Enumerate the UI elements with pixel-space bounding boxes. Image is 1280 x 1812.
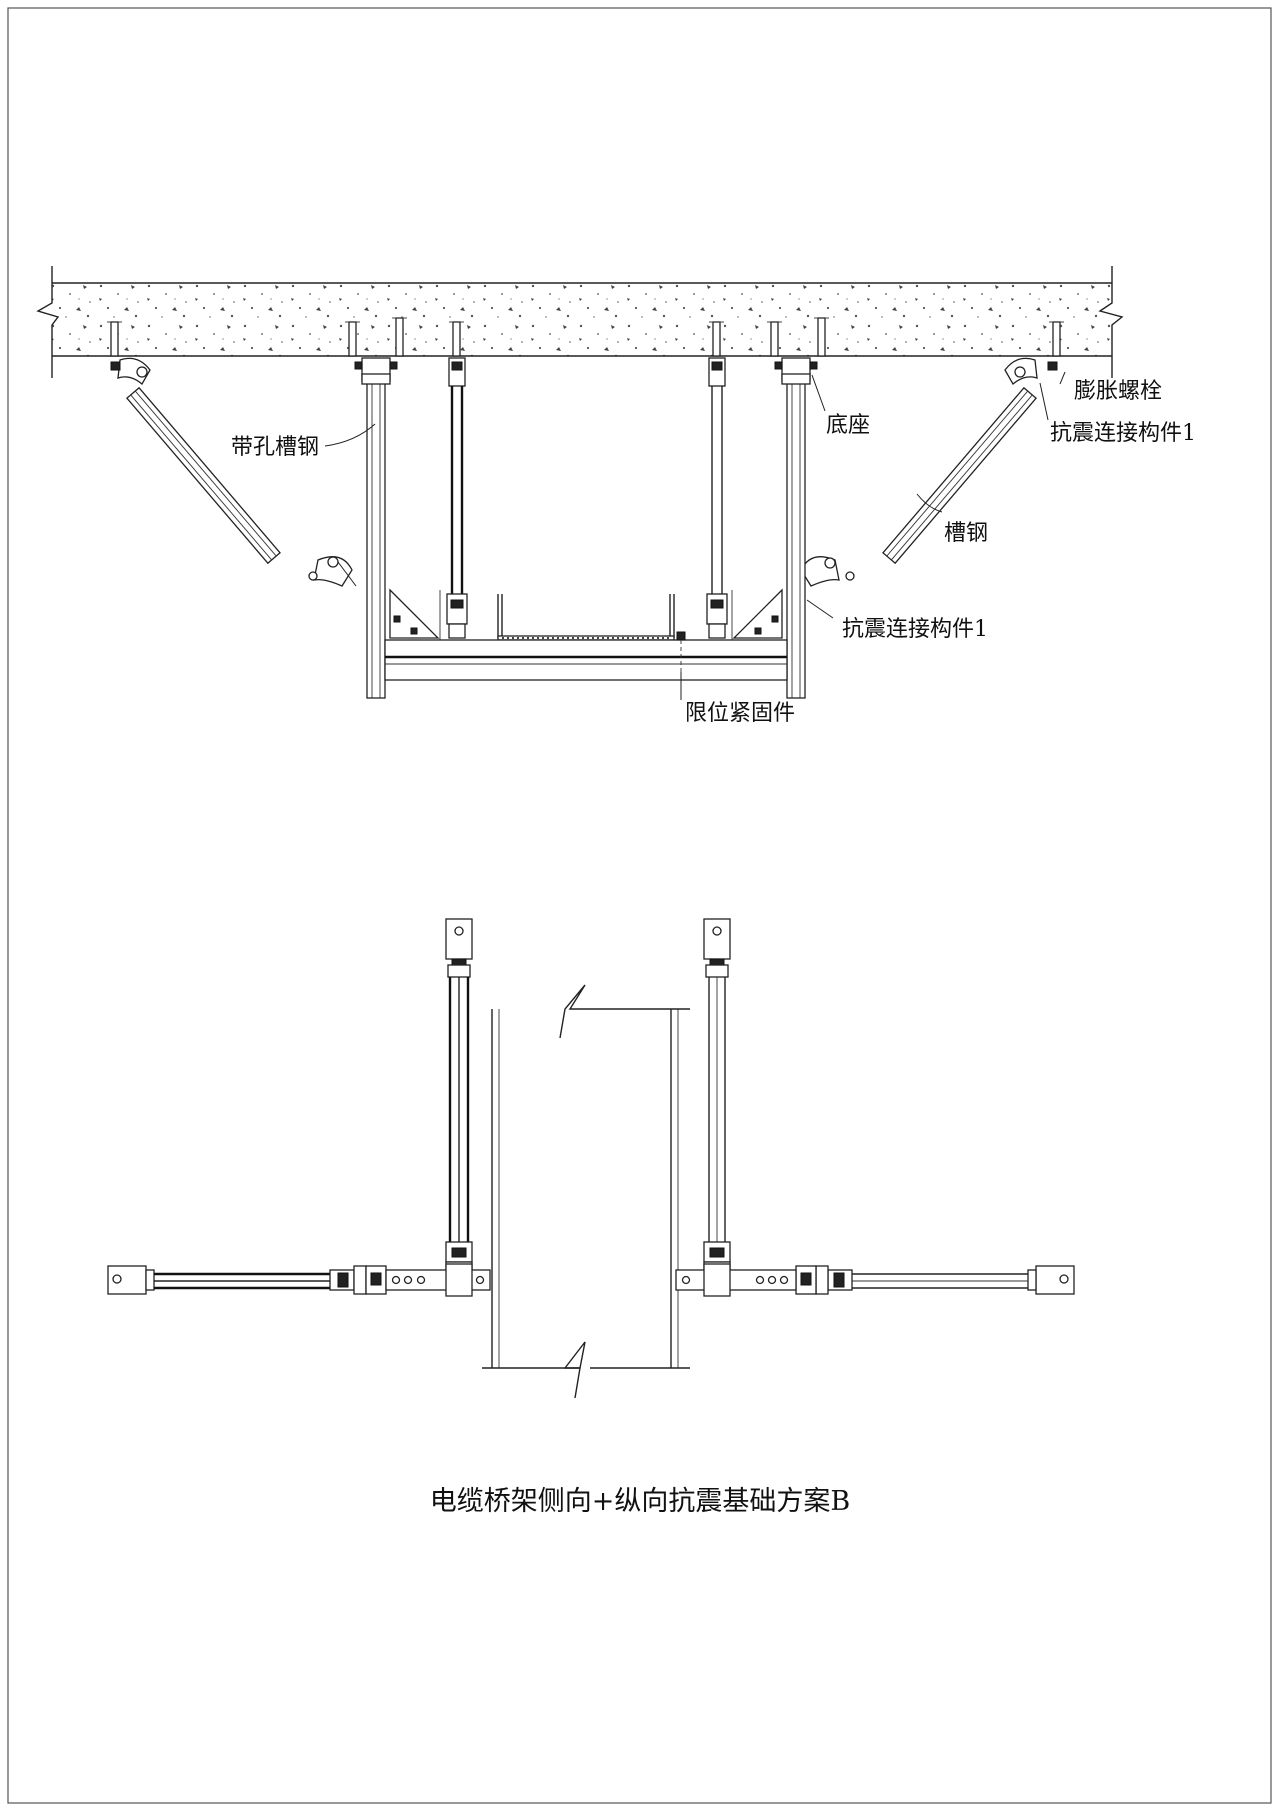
- label-perforated-channel: 带孔槽钢: [231, 435, 319, 460]
- label-base: 底座: [826, 413, 870, 438]
- leader-seismic-connector-top: [1039, 382, 1049, 421]
- drawing-title: 电缆桥架侧向+纵向抗震基础方案B: [430, 1486, 850, 1517]
- expansion-bolt: [107, 321, 122, 357]
- cable-tray: [497, 594, 675, 641]
- label-seismic-connector-bottom: 抗震连接构件1: [842, 617, 988, 642]
- left-horizontal-brace: [107, 1263, 491, 1297]
- expansion-bolt: [709, 321, 724, 357]
- lateral-section-view: 膨胀螺栓 抗震连接构件1 底座 带孔槽钢 槽钢 抗震连接构件1 限位紧固件: [36, 266, 1196, 726]
- expansion-bolt: [1049, 321, 1064, 357]
- longitudinal-view: 电缆桥架侧向+纵向抗震基础方案B: [107, 918, 1075, 1517]
- left-vertical-channel: [354, 357, 398, 699]
- leader-perforated-channel: [324, 423, 376, 447]
- right-vertical-channel: [774, 357, 818, 699]
- right-vertical-hanger: [703, 918, 731, 1277]
- concrete-slab: [52, 283, 1112, 356]
- tray-longitudinal-section: [482, 984, 690, 1399]
- expansion-bolt: [392, 317, 407, 357]
- label-channel-steel: 槽钢: [944, 521, 988, 546]
- break-line-right: [1098, 266, 1124, 378]
- expansion-bolt-group: [107, 317, 1064, 357]
- leader-expansion-bolt: [1059, 371, 1066, 385]
- left-vertical-hanger: [445, 918, 473, 1277]
- right-diagonal-brace: [800, 357, 1058, 587]
- right-hanger-rod: [706, 357, 728, 639]
- label-limit-fastener: 限位紧固件: [685, 701, 795, 726]
- expansion-bolt: [767, 321, 782, 357]
- break-line-left: [36, 266, 60, 378]
- break-mark-bottom: [563, 1341, 586, 1399]
- right-gusset: [731, 588, 783, 640]
- sheet-border: [7, 7, 1272, 1804]
- right-horizontal-brace: [675, 1263, 1075, 1297]
- break-mark-top: [559, 984, 590, 1039]
- expansion-bolt: [449, 321, 464, 357]
- label-seismic-connector-top: 抗震连接构件1: [1050, 421, 1196, 446]
- expansion-bolt: [345, 321, 360, 357]
- leader-base: [811, 374, 826, 412]
- leader-seismic-connector-left: [337, 561, 357, 587]
- label-expansion-bolt: 膨胀螺栓: [1074, 379, 1162, 404]
- left-gusset: [389, 588, 441, 640]
- horizontal-channel-beam: [384, 639, 788, 681]
- leader-channel-steel: [916, 493, 943, 513]
- left-diagonal-brace: [110, 357, 353, 587]
- expansion-bolt: [814, 317, 829, 357]
- leader-seismic-connector-bottom: [806, 599, 834, 619]
- left-hanger-rod: [446, 357, 468, 639]
